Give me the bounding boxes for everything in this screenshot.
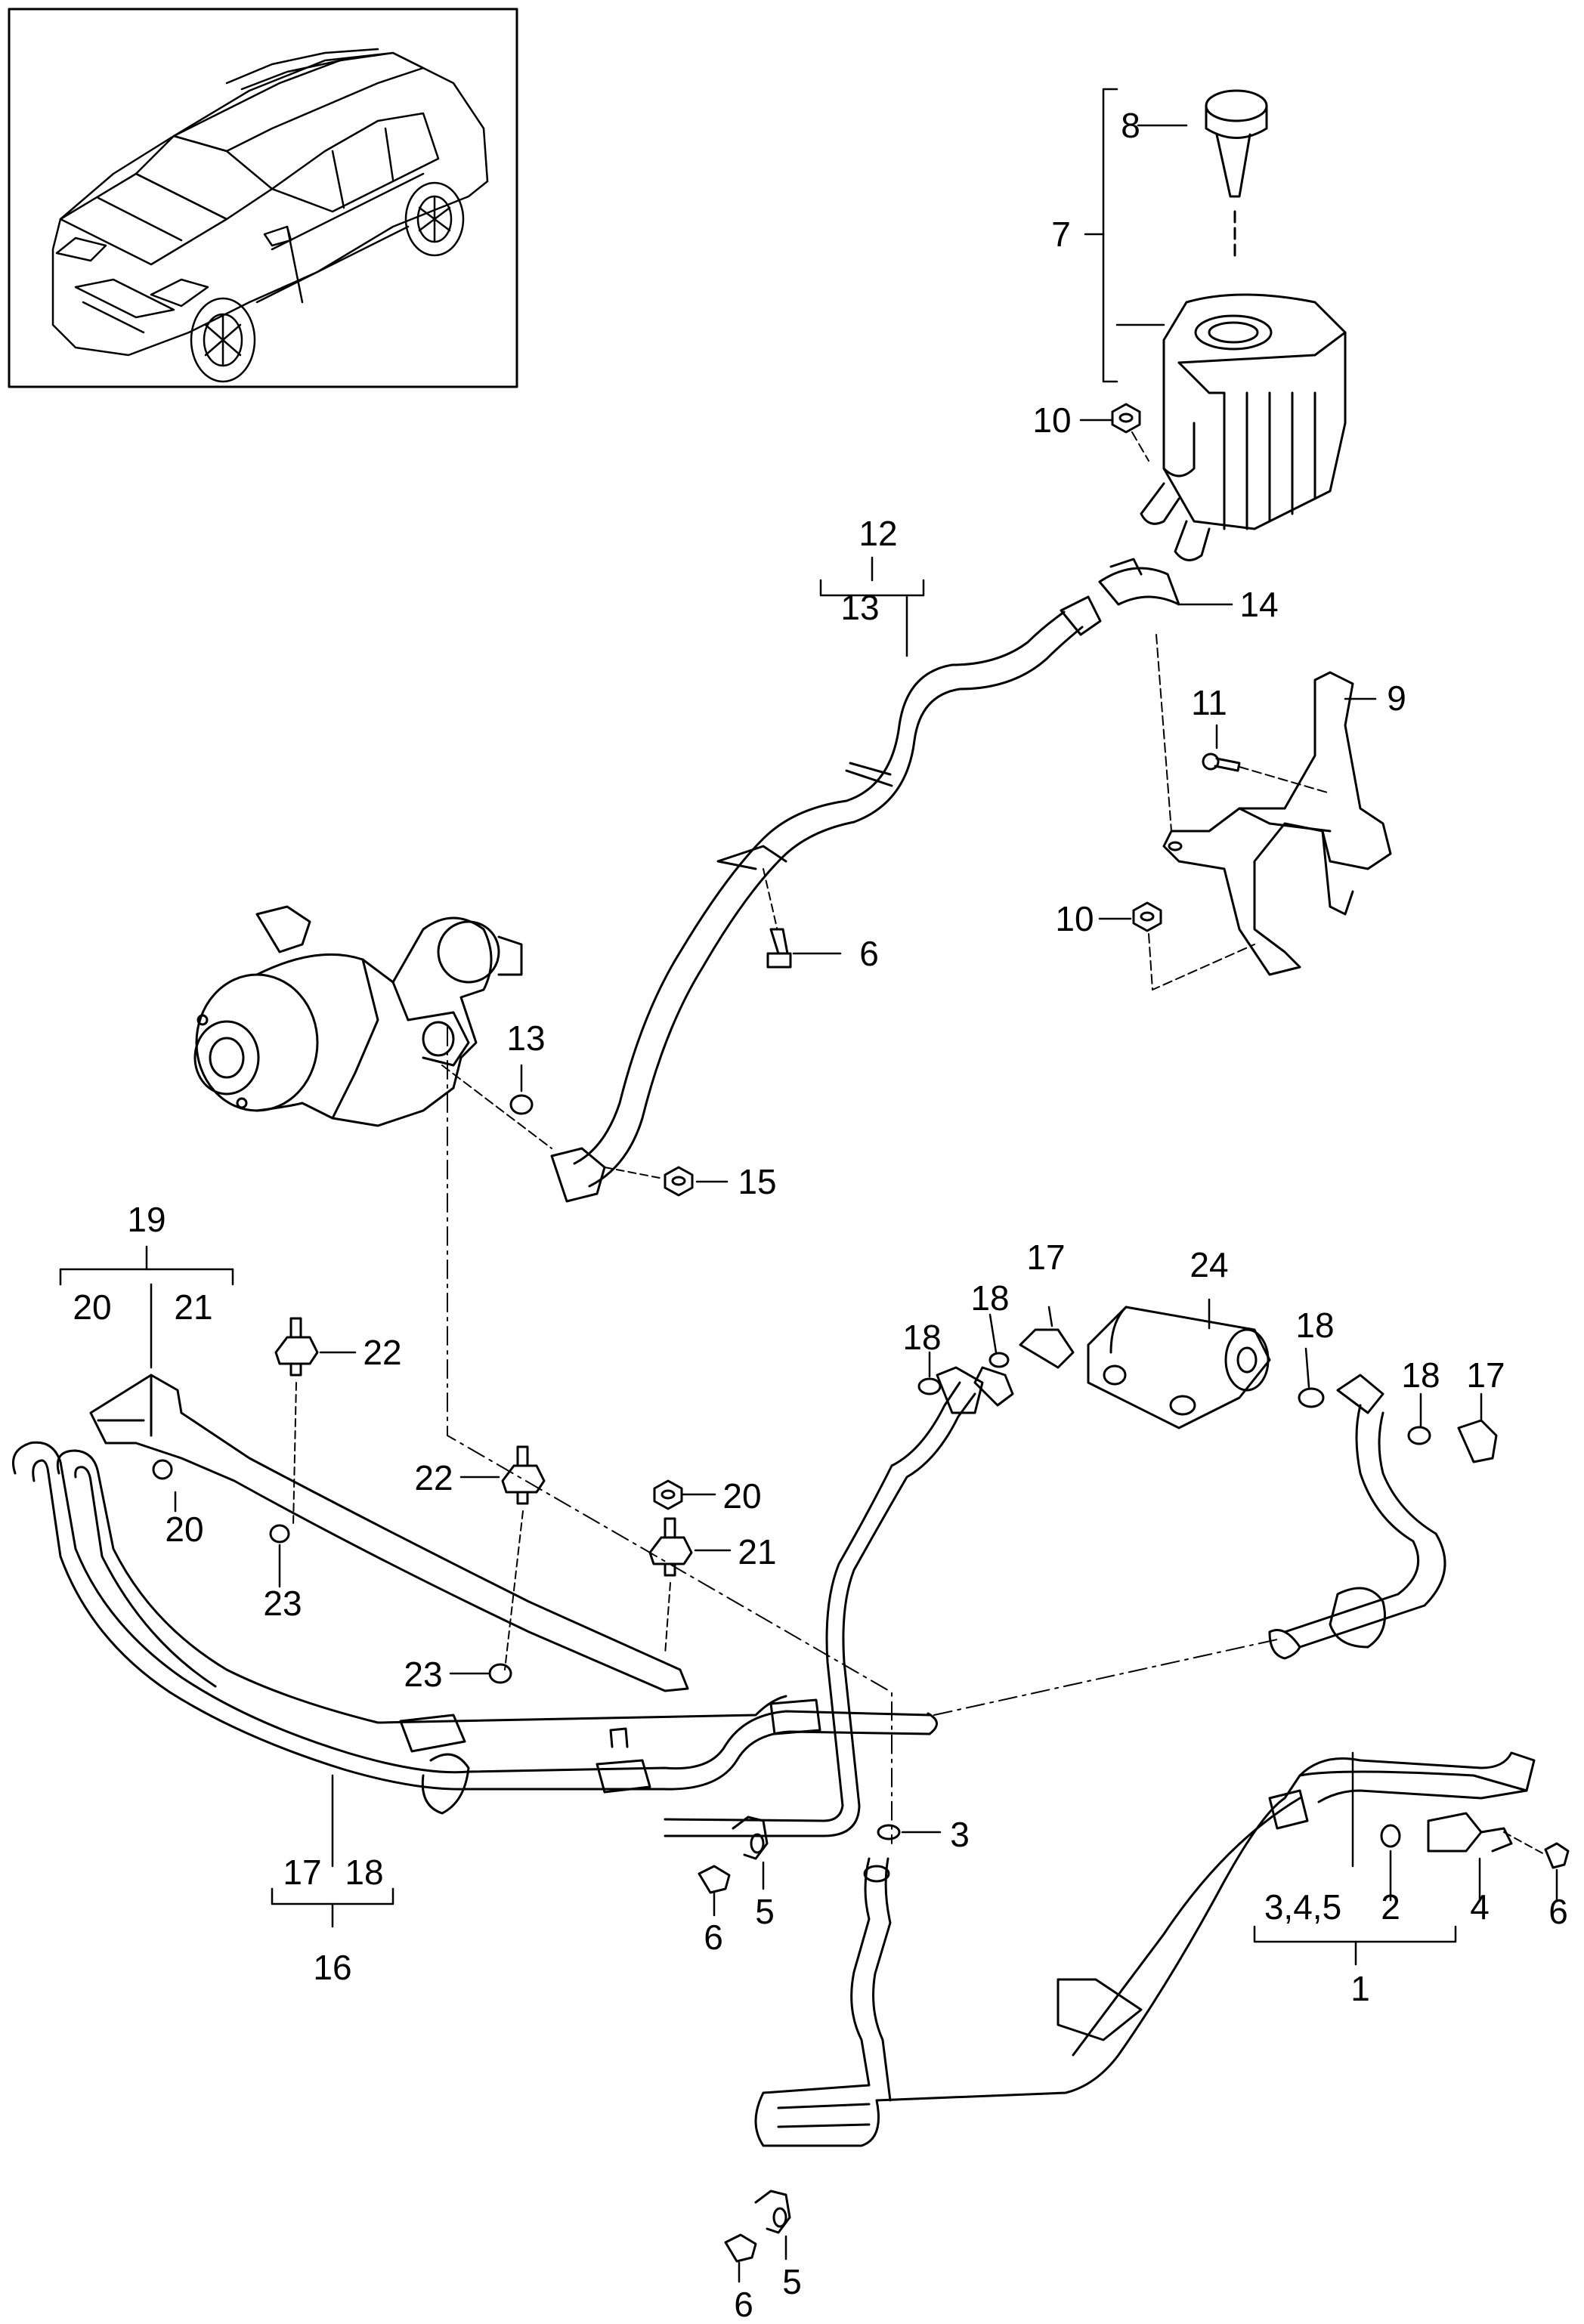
mount-21-b bbox=[648, 1517, 693, 1577]
callout-18: 18 bbox=[970, 1278, 1009, 1318]
fittings-upper bbox=[917, 1328, 1498, 1463]
callout-17: 17 bbox=[1026, 1238, 1065, 1277]
nut-10-top bbox=[1111, 403, 1141, 434]
callout-18: 18 bbox=[345, 1853, 383, 1892]
callout-2: 2 bbox=[1381, 1887, 1400, 1927]
callout-labels: 8 7 10 12 13 14 11 9 6 10 13 15 19 20 21… bbox=[73, 106, 1568, 2324]
callout-20: 20 bbox=[722, 1476, 761, 1516]
callout-6: 6 bbox=[859, 934, 879, 973]
bolt-6-d bbox=[724, 2233, 757, 2263]
callout-3-4-5: 3,4,5 bbox=[1264, 1887, 1341, 1927]
callout-5: 5 bbox=[755, 1892, 775, 1931]
pressure-line-left bbox=[664, 1366, 984, 1837]
fitting-4 bbox=[1427, 1812, 1513, 1853]
callout-13: 13 bbox=[506, 1018, 545, 1058]
o-ring-13 bbox=[509, 1094, 534, 1115]
callout-17: 17 bbox=[283, 1853, 321, 1892]
o-ring-3 bbox=[877, 1824, 901, 1840]
callout-11: 11 bbox=[1191, 683, 1227, 722]
callout-7: 7 bbox=[1051, 215, 1071, 254]
callout-13: 13 bbox=[840, 588, 879, 627]
car-illustration bbox=[51, 48, 489, 383]
callout-14: 14 bbox=[1239, 585, 1278, 624]
bolt-6-hose-bracket bbox=[766, 928, 792, 969]
reservoir-tank bbox=[1140, 293, 1347, 561]
clip-5-b bbox=[754, 2190, 791, 2234]
mount-22-a bbox=[274, 1317, 319, 1377]
callout-6: 6 bbox=[734, 2285, 753, 2320]
vehicle-inset bbox=[8, 8, 518, 388]
bracket-9 bbox=[1162, 671, 1392, 976]
pressure-line-right bbox=[1268, 1404, 1446, 1660]
power-steering-pump bbox=[193, 905, 523, 1127]
callout-15: 15 bbox=[738, 1162, 776, 1201]
bolt-6-b bbox=[698, 1865, 731, 1894]
callout-21: 21 bbox=[738, 1532, 776, 1571]
callout-8: 8 bbox=[1121, 106, 1140, 145]
callout-5: 5 bbox=[782, 2262, 802, 2301]
clamp-14 bbox=[1098, 558, 1180, 606]
callout-18: 18 bbox=[1401, 1355, 1440, 1395]
callout-23: 23 bbox=[263, 1584, 302, 1623]
callout-21: 21 bbox=[174, 1287, 212, 1327]
callout-10: 10 bbox=[1032, 400, 1071, 440]
bolt-6-c bbox=[1544, 1842, 1570, 1869]
callout-10: 10 bbox=[1055, 899, 1094, 938]
callout-23: 23 bbox=[404, 1655, 442, 1694]
nut-15 bbox=[664, 1166, 694, 1197]
reservoir-assembly bbox=[1079, 88, 1347, 561]
callout-24: 24 bbox=[1190, 1245, 1228, 1284]
callout-17: 17 bbox=[1466, 1355, 1505, 1395]
hose-bracket-19 bbox=[89, 1374, 689, 1692]
callout-20: 20 bbox=[73, 1287, 111, 1327]
callout-18: 18 bbox=[1295, 1306, 1334, 1345]
suction-hose bbox=[550, 595, 1102, 1203]
callout-6: 6 bbox=[1548, 1892, 1568, 1931]
callout-4: 4 bbox=[1470, 1887, 1490, 1927]
callout-16: 16 bbox=[313, 1948, 351, 1987]
callout-3: 3 bbox=[950, 1815, 970, 1854]
mount-22-b bbox=[501, 1445, 546, 1505]
pressure-line-1 bbox=[754, 1751, 1536, 2147]
clip-5-a bbox=[732, 1816, 769, 1860]
washer-23-b bbox=[488, 1663, 512, 1684]
callout-22: 22 bbox=[414, 1458, 453, 1497]
cooler-24 bbox=[1087, 1306, 1271, 1429]
nut-10-bottom bbox=[1132, 901, 1162, 932]
nut-20-b bbox=[653, 1479, 683, 1510]
callout-22: 22 bbox=[363, 1333, 401, 1372]
callout-12: 12 bbox=[859, 514, 897, 553]
callout-20: 20 bbox=[165, 1510, 203, 1549]
callout-6: 6 bbox=[704, 1918, 723, 1957]
bolt-11 bbox=[1202, 753, 1241, 772]
o-ring-2 bbox=[1380, 1824, 1401, 1848]
callout-18: 18 bbox=[902, 1318, 941, 1357]
washer-23-a bbox=[269, 1524, 290, 1544]
reservoir-cap bbox=[1205, 89, 1268, 198]
callout-1: 1 bbox=[1350, 1969, 1370, 2008]
return-hose-assembly bbox=[12, 1441, 938, 1815]
callout-19: 19 bbox=[127, 1200, 166, 1239]
callout-9: 9 bbox=[1387, 678, 1406, 718]
